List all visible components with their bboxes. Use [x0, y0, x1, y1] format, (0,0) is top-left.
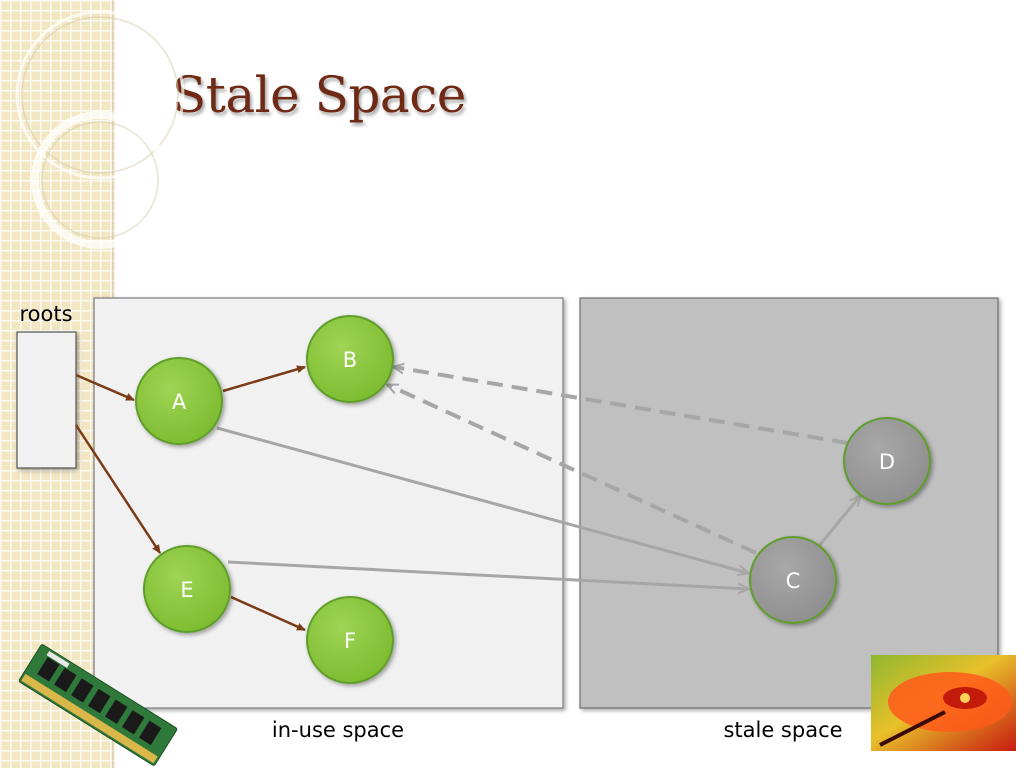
in-use-caption: in-use space: [272, 718, 404, 742]
roots-box: [16, 331, 77, 469]
node-e-label: E: [180, 578, 193, 602]
edge-c-d: [817, 496, 860, 547]
node-c: C: [749, 536, 837, 624]
edge-roots-a: [75, 373, 135, 402]
node-f-label: F: [344, 629, 356, 653]
slide-title: Stale Space: [172, 66, 466, 124]
node-d: D: [843, 417, 931, 505]
roots-label: roots: [19, 302, 72, 326]
node-b: B: [306, 315, 394, 403]
edge-a-b: [222, 365, 306, 393]
edge-d-b-dashed: [394, 367, 849, 445]
edge-e-f: [230, 595, 306, 632]
hard-disk-image: [871, 655, 1016, 751]
node-f: F: [306, 596, 394, 684]
node-e: E: [143, 545, 231, 633]
decorative-rings: [15, 10, 185, 249]
edge-c-b-dashed: [388, 383, 757, 555]
ram-module-image: [18, 644, 178, 766]
stale-caption: stale space: [723, 718, 842, 742]
node-b-label: B: [343, 348, 357, 372]
stale-region: [579, 297, 999, 709]
edge-a-c: [216, 426, 748, 573]
edge-roots-e: [74, 424, 162, 554]
node-a: A: [135, 357, 223, 445]
edge-e-c: [227, 560, 748, 589]
node-a-label: A: [172, 390, 187, 414]
node-c-label: C: [786, 569, 801, 593]
node-d-label: D: [879, 450, 895, 474]
